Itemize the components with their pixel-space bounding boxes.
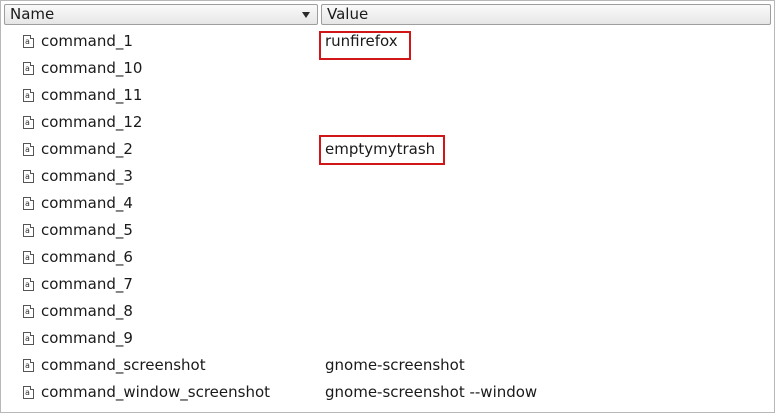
row-name: command_11 <box>41 86 143 104</box>
row-value[interactable]: emptymytrash <box>325 140 436 158</box>
text-file-icon: a <box>23 359 34 372</box>
row-name: command_7 <box>41 275 133 293</box>
row-name: command_5 <box>41 221 133 239</box>
text-file-icon: a <box>23 332 34 345</box>
row-name: command_2 <box>41 140 133 158</box>
text-file-icon: a <box>23 251 34 264</box>
name-column-label: Name <box>10 5 55 23</box>
table-row[interactable]: a command_11 <box>1 83 774 110</box>
table-row[interactable]: a command_12 <box>1 110 774 137</box>
row-name: command_6 <box>41 248 133 266</box>
text-file-icon: a <box>23 278 34 291</box>
table-row[interactable]: a command_5 <box>1 218 774 245</box>
text-file-icon: a <box>23 143 34 156</box>
row-name: command_window_screenshot <box>41 383 271 401</box>
text-file-icon: a <box>23 197 34 210</box>
text-file-icon: a <box>23 305 34 318</box>
sort-descending-icon[interactable] <box>302 12 310 18</box>
text-file-icon: a <box>23 62 34 75</box>
text-file-icon: a <box>23 224 34 237</box>
row-name: command_3 <box>41 167 133 185</box>
table-row[interactable]: a command_screenshot gnome-screenshot <box>1 353 774 380</box>
value-column-header[interactable]: Value <box>321 4 771 25</box>
value-column-label: Value <box>327 5 369 23</box>
row-name: command_1 <box>41 32 133 50</box>
table-row[interactable]: a command_window_screenshot gnome-screen… <box>1 380 774 407</box>
table-row[interactable]: a command_3 <box>1 164 774 191</box>
row-name: command_12 <box>41 113 143 131</box>
column-headers: Name Value <box>1 1 774 27</box>
text-file-icon: a <box>23 170 34 183</box>
row-name: command_8 <box>41 302 133 320</box>
table-row[interactable]: a command_8 <box>1 299 774 326</box>
text-file-icon: a <box>23 89 34 102</box>
row-name: command_4 <box>41 194 133 212</box>
row-value[interactable]: gnome-screenshot --window <box>325 383 538 401</box>
table-row[interactable]: a command_2 emptymytrash <box>1 135 774 165</box>
row-name: command_10 <box>41 59 143 77</box>
text-file-icon: a <box>23 386 34 399</box>
table-row[interactable]: a command_1 runfirefox <box>1 29 774 60</box>
table-row[interactable]: a command_6 <box>1 245 774 272</box>
row-name: command_9 <box>41 329 133 347</box>
table-row[interactable]: a command_10 <box>1 56 774 83</box>
row-value[interactable]: gnome-screenshot <box>325 356 465 374</box>
rows-list: a command_1 runfirefox a command_10 a co… <box>1 29 774 407</box>
table-row[interactable]: a command_7 <box>1 272 774 299</box>
table-row[interactable]: a command_4 <box>1 191 774 218</box>
text-file-icon: a <box>23 116 34 129</box>
table-row[interactable]: a command_9 <box>1 326 774 353</box>
name-column-header[interactable]: Name <box>4 4 318 25</box>
row-value[interactable]: runfirefox <box>325 32 398 50</box>
highlight-box <box>319 31 411 60</box>
text-file-icon: a <box>23 35 34 48</box>
row-name: command_screenshot <box>41 356 206 374</box>
highlight-box <box>319 135 445 165</box>
